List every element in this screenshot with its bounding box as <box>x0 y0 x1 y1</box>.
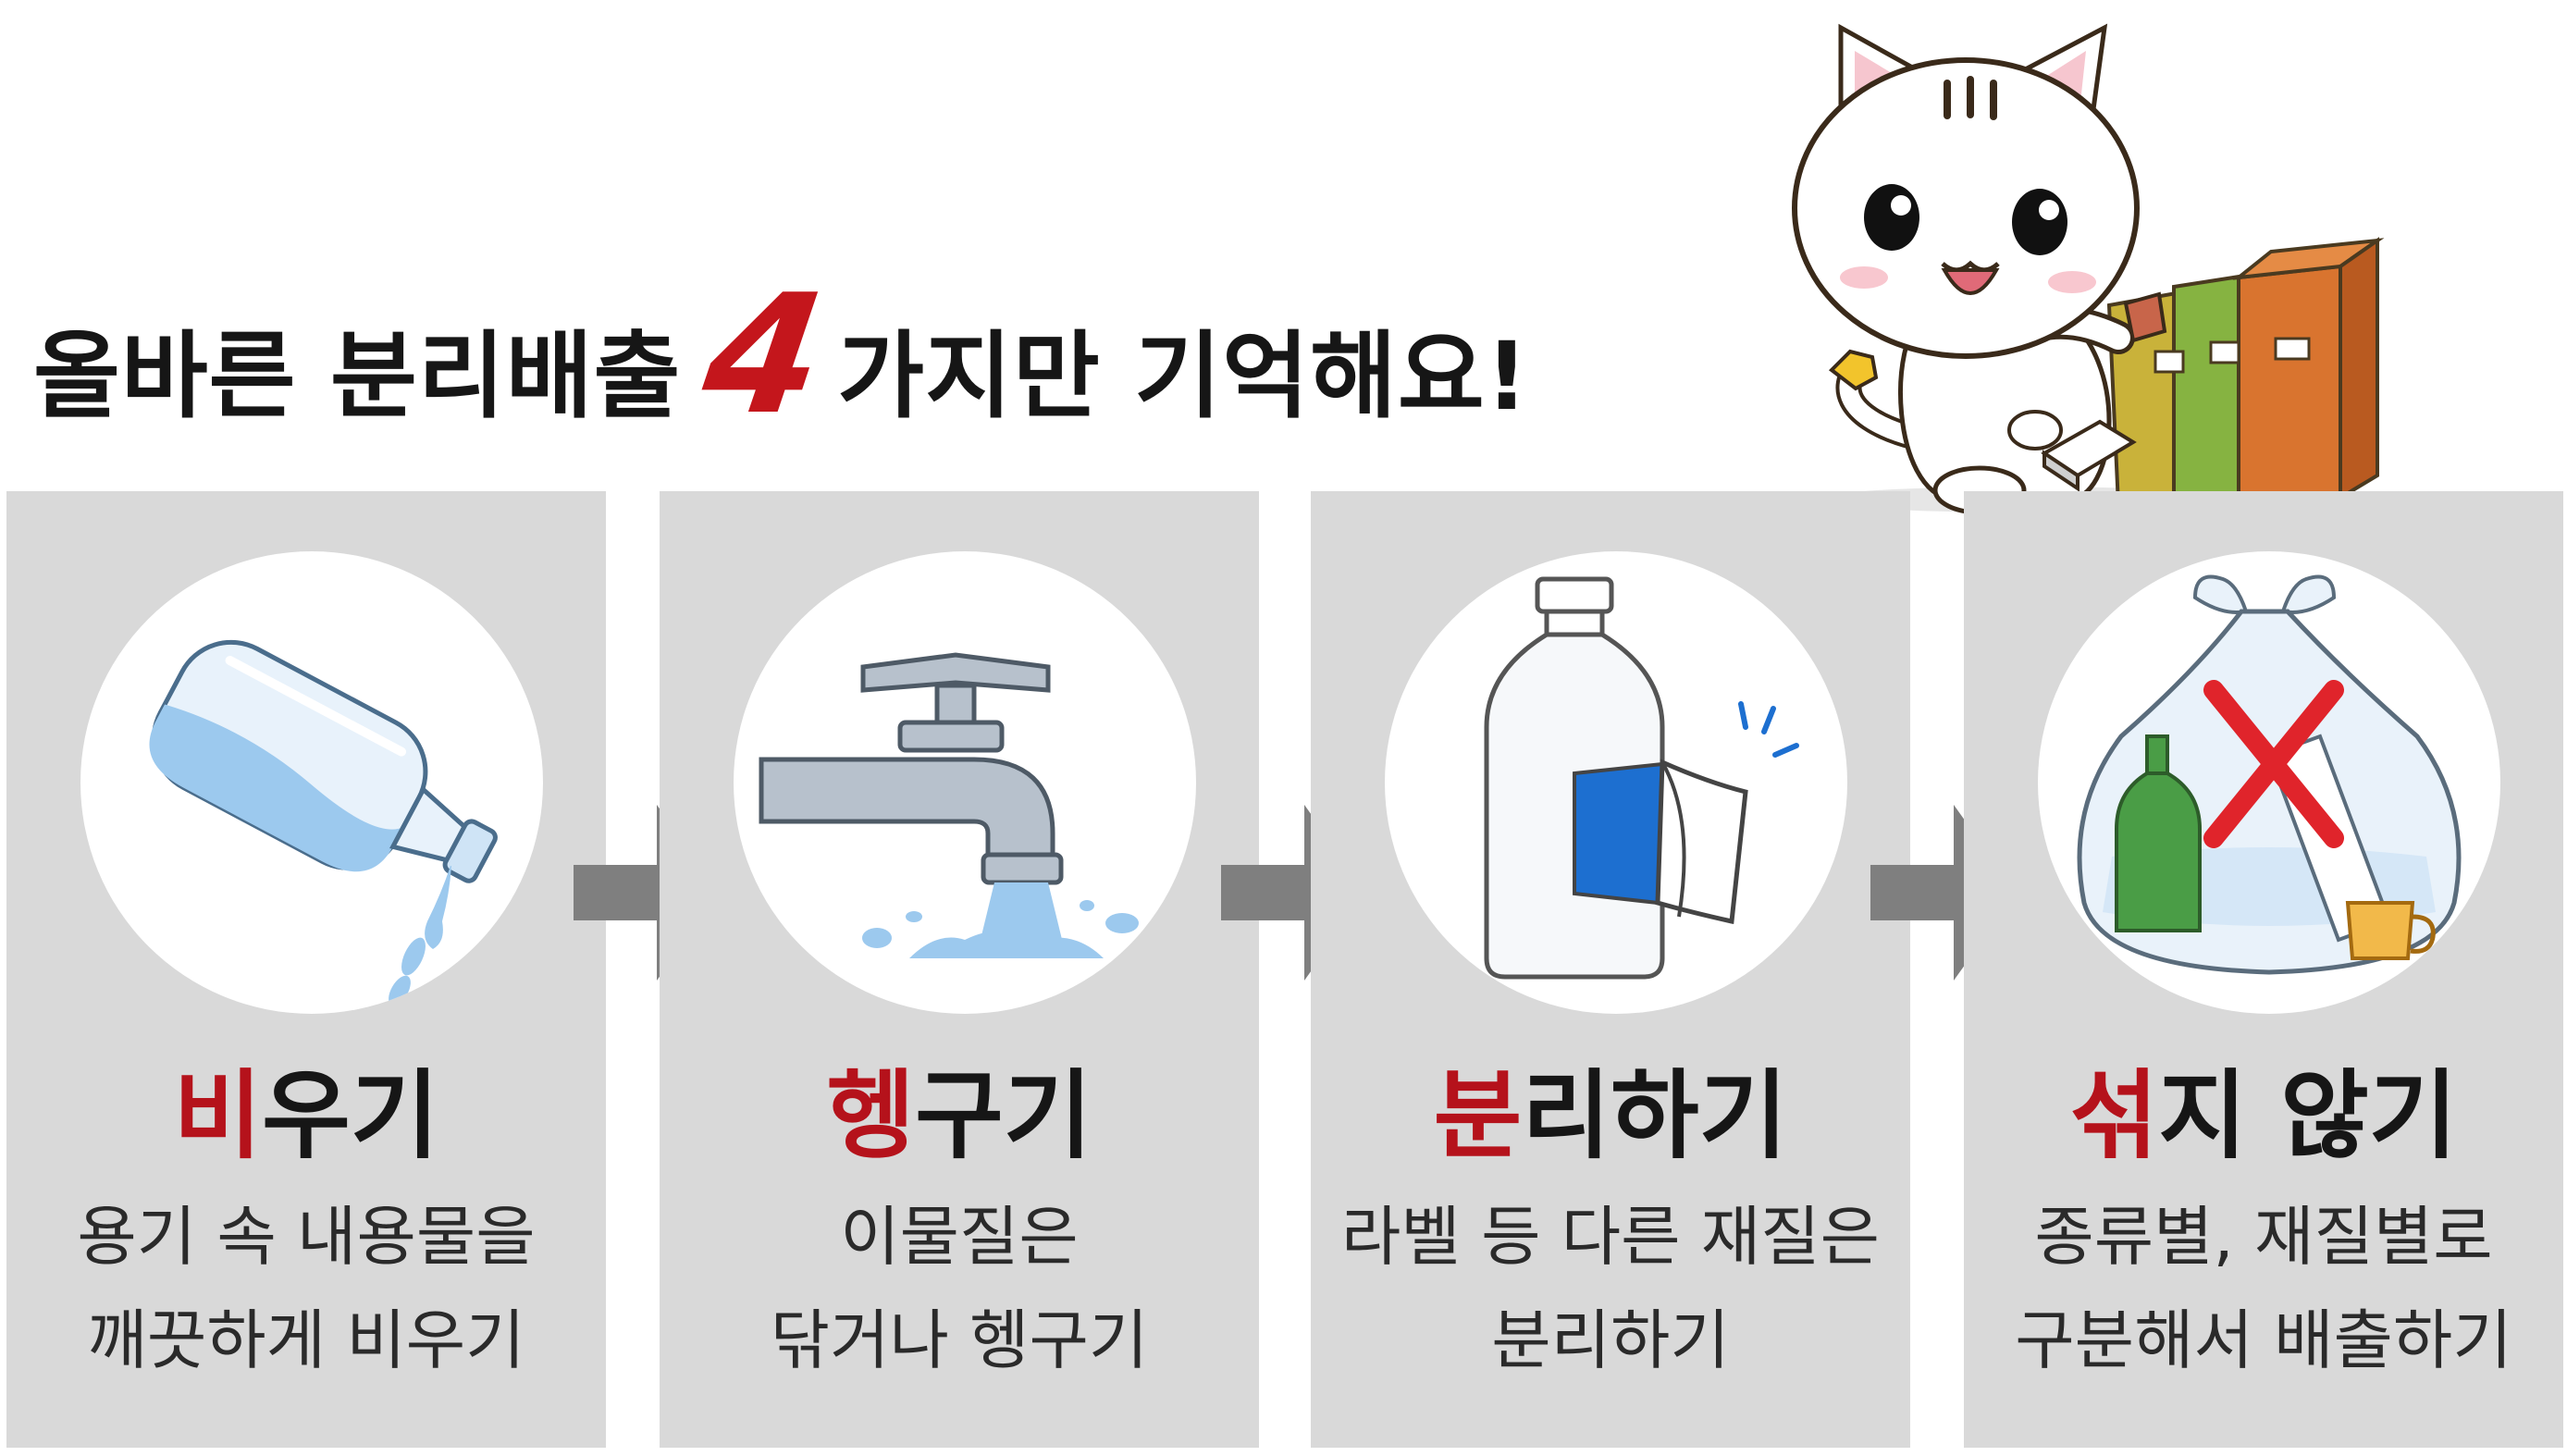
step-description: 용기 속 내용물을 깨끗하게 비우기 <box>6 1185 606 1392</box>
step-description: 라벨 등 다른 재질은 분리하기 <box>1311 1185 1910 1392</box>
step-title: 섞지 않기 <box>1964 1037 2563 1177</box>
step-card-empty: 비우기 용기 속 내용물을 깨끗하게 비우기 <box>6 491 606 1448</box>
step-description-line: 용기 속 내용물을 <box>77 1199 536 1275</box>
step-description-line: 분리하기 <box>1491 1302 1730 1378</box>
label-removal-bottle-icon <box>1484 576 1799 980</box>
step-description: 종류별, 재질별로 구분해서 배출하기 <box>1964 1185 2563 1392</box>
step-title-rest: 우기 <box>262 1059 439 1172</box>
water-faucet-icon <box>759 652 1139 958</box>
headline-text-end: 가지만 기억해요! <box>837 321 1530 432</box>
headline-text-start: 올바른 분리배출 <box>33 321 682 432</box>
step-image-circle <box>80 551 543 1014</box>
mixed-trash-bag-icon <box>2077 574 2462 975</box>
step-description-line: 닦거나 헹구기 <box>770 1302 1149 1378</box>
step-title-highlight: 섞 <box>2069 1059 2159 1172</box>
headline-number: 4 <box>693 258 836 450</box>
step-title: 헹구기 <box>660 1037 1259 1177</box>
step-image-circle <box>2038 551 2500 1014</box>
step-description-line: 구분해서 배출하기 <box>2015 1302 2512 1378</box>
step-description-line: 깨끗하게 비우기 <box>87 1302 525 1378</box>
step-title: 분리하기 <box>1311 1037 1910 1177</box>
step-title-rest: 지 않기 <box>2158 1059 2458 1172</box>
step-title-highlight: 비 <box>173 1059 263 1172</box>
step-title: 비우기 <box>6 1037 606 1177</box>
step-description-line: 이물질은 <box>840 1199 1079 1275</box>
step-image-circle <box>1385 551 1847 1014</box>
cat-mascot-icon <box>1792 23 2385 515</box>
step-description: 이물질은 닦거나 헹구기 <box>660 1185 1259 1392</box>
pouring-bottle-icon <box>149 639 498 1006</box>
step-image-circle <box>734 551 1196 1014</box>
step-title-rest: 리하기 <box>1522 1059 1788 1172</box>
page-title: 올바른 분리배출 4 가지만 기억해요! <box>33 259 1530 450</box>
step-title-highlight: 분 <box>1433 1059 1523 1172</box>
step-title-highlight: 헹 <box>826 1059 916 1172</box>
step-card-no-mix: 섞지 않기 종류별, 재질별로 구분해서 배출하기 <box>1964 491 2563 1448</box>
step-title-rest: 구기 <box>915 1059 1092 1172</box>
step-card-rinse: 헹구기 이물질은 닦거나 헹구기 <box>660 491 1259 1448</box>
step-card-separate: 분리하기 라벨 등 다른 재질은 분리하기 <box>1311 491 1910 1448</box>
step-description-line: 라벨 등 다른 재질은 <box>1341 1199 1880 1275</box>
step-description-line: 종류별, 재질별로 <box>2034 1199 2493 1275</box>
